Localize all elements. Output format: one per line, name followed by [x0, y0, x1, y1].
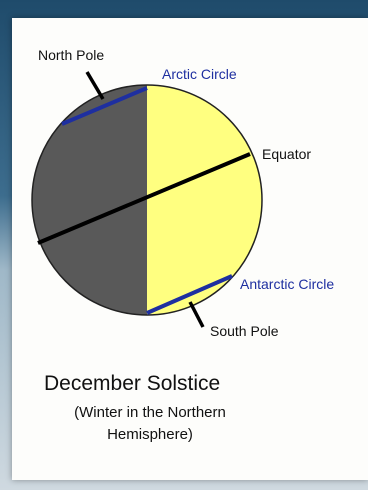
caption-title: December Solstice [44, 372, 221, 395]
globe-outline [31, 84, 263, 316]
arctic-circle-line [61, 86, 148, 126]
caption-subtitle: (Winter in the Northern Hemisphere) [0, 402, 300, 446]
antarctic-circle-label: Antarctic Circle [240, 276, 334, 292]
antarctic-circle-line [146, 274, 233, 315]
north-pole-pointer [85, 71, 105, 100]
south-pole-label: South Pole [210, 323, 279, 339]
south-pole-pointer [188, 301, 205, 328]
night-side [32, 85, 147, 315]
north-pole-label: North Pole [38, 47, 104, 63]
caption-subtitle-line1: (Winter in the Northern [74, 404, 226, 421]
equator-line [37, 152, 251, 245]
caption-subtitle-line2: Hemisphere) [107, 426, 193, 443]
arctic-circle-label: Arctic Circle [162, 66, 237, 82]
equator-label: Equator [262, 146, 311, 162]
